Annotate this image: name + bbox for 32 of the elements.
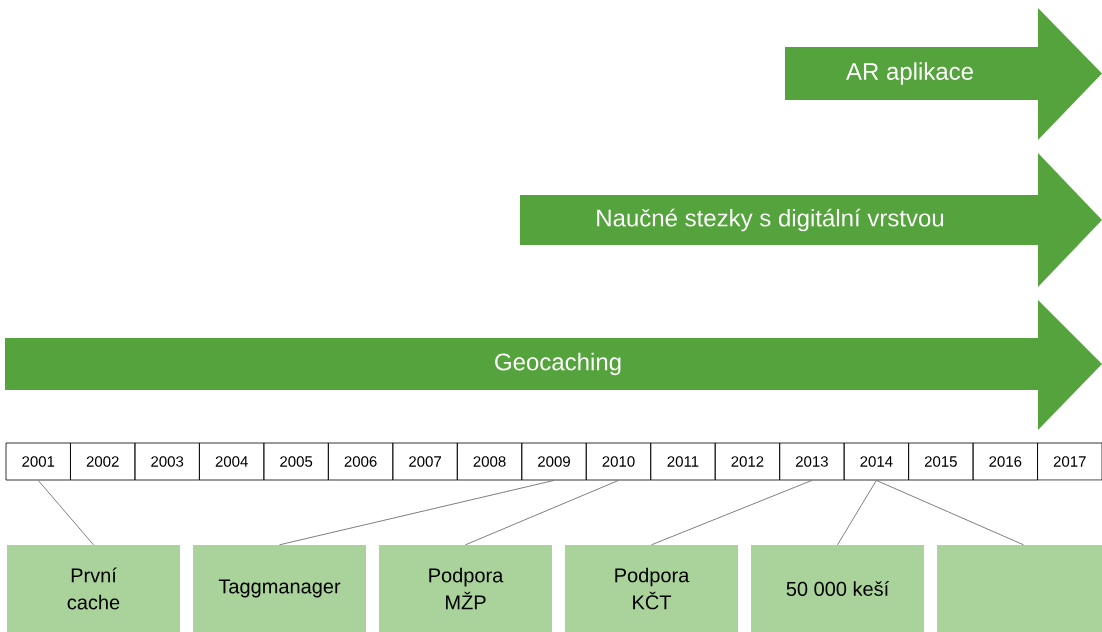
event-box: Podpora KČT xyxy=(565,545,738,632)
event-box xyxy=(937,545,1102,632)
event-box: První cache xyxy=(7,545,180,632)
connector-line xyxy=(837,479,877,546)
connector-line xyxy=(875,479,1024,546)
arrow-band: Naučné stezky s digitální vrstvou xyxy=(520,153,1102,287)
year-cell: 2004 xyxy=(199,442,265,481)
year-cell: 2011 xyxy=(650,442,716,481)
year-cell: 2015 xyxy=(908,442,974,481)
event-box: 50 000 keší xyxy=(751,545,924,632)
year-cell: 2009 xyxy=(521,442,587,481)
event-box: Podpora MŽP xyxy=(379,545,552,632)
connector-line xyxy=(37,479,94,546)
connector-line xyxy=(465,479,619,546)
year-cell: 2006 xyxy=(327,442,394,481)
connector-line xyxy=(651,479,813,546)
year-cell: 2008 xyxy=(456,442,523,481)
year-cell: 2007 xyxy=(392,442,458,481)
year-cell: 2003 xyxy=(134,442,200,481)
year-cell: 2002 xyxy=(70,442,136,481)
year-cell: 2001 xyxy=(5,442,71,481)
year-cell: 2012 xyxy=(714,442,781,481)
event-box: Taggmanager xyxy=(193,545,366,632)
year-cell: 2016 xyxy=(972,442,1038,481)
arrow-band: AR aplikace xyxy=(785,8,1102,140)
year-cell: 2017 xyxy=(1037,442,1102,481)
year-cell: 2014 xyxy=(843,442,909,481)
connector-line xyxy=(279,479,555,546)
year-cell: 2013 xyxy=(779,442,845,481)
year-cell: 2005 xyxy=(263,442,329,481)
arrow-band: Geocaching xyxy=(5,300,1102,430)
year-cell: 2010 xyxy=(585,442,652,481)
